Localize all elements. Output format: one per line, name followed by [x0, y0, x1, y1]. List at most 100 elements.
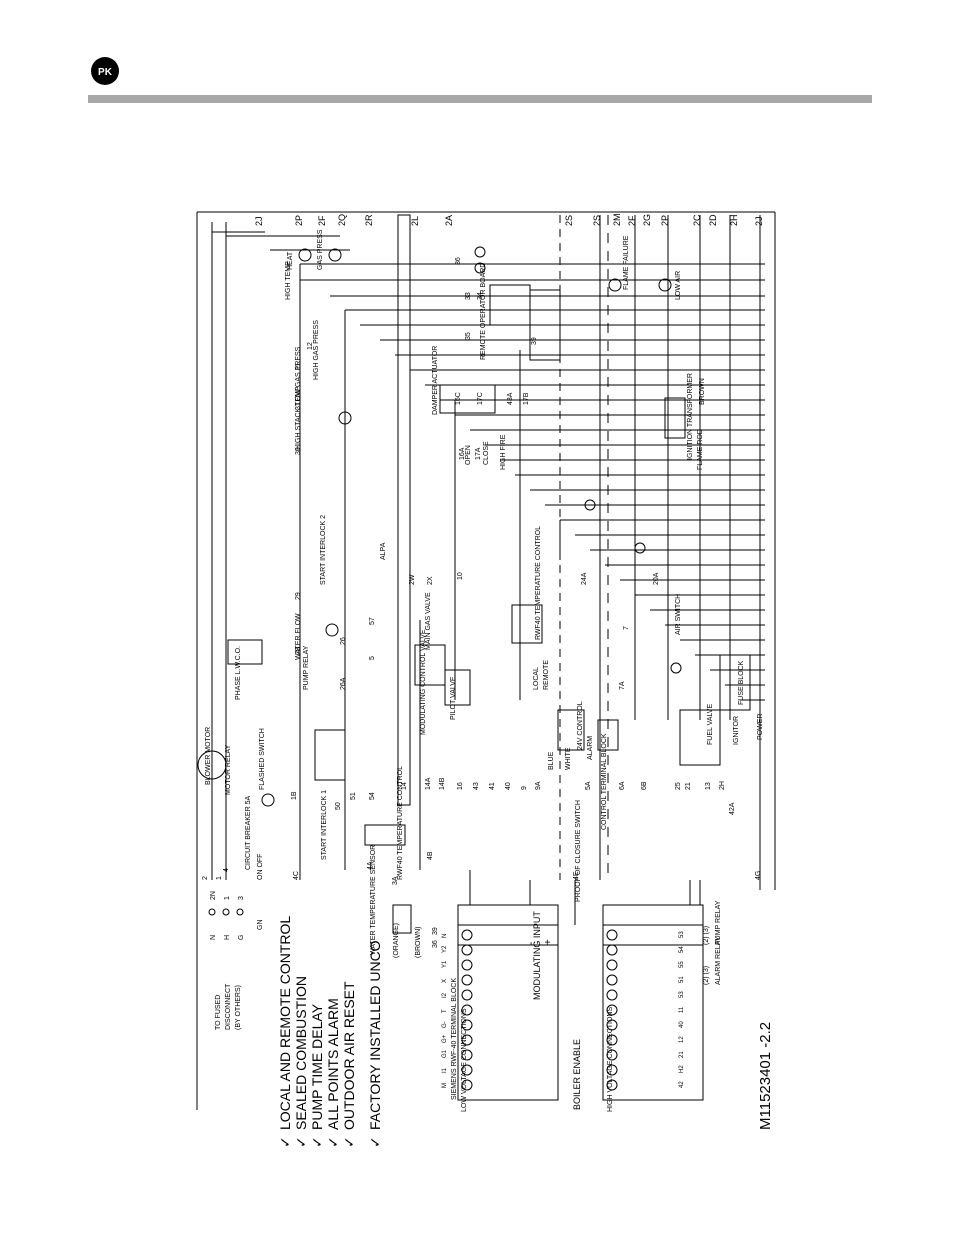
pump-wires-label: (2) (3) [703, 926, 710, 945]
wire-number: 2 [202, 876, 209, 880]
flame-rod-label: FLAME ROD [697, 429, 704, 470]
main-gas-valve-label: MAIN GAS VALVE [425, 592, 432, 650]
wire-number: 35 [465, 332, 472, 340]
hv-terminal-label: 53 [679, 991, 685, 998]
alarm-relay-label: ALARM RELAY [715, 936, 722, 985]
wire-number: 41 [489, 782, 496, 790]
rwf40-label: RWF40 TEMPERATURE CONTROL [397, 766, 404, 880]
svg-text:✓: ✓ [293, 1136, 309, 1148]
wire-number: 17C [477, 392, 484, 405]
wire-number: 31 [295, 402, 302, 410]
wire-number: 54 [369, 792, 376, 800]
ignition-label: IGNITION TRANSFORMER [687, 373, 694, 460]
phase-unco-label: PHASE L.W.C.O. [235, 646, 242, 700]
top-label-8: 2S [564, 215, 574, 226]
wire-number: 3A [392, 876, 399, 885]
wire-number: 4G [755, 871, 762, 880]
minus-label: - [526, 942, 537, 945]
orange-wire-label: (ORANGE) [393, 923, 400, 958]
terminal-block-label: CONTROL TERMINAL BLOCK [601, 733, 608, 830]
checkmarks: ✓ ✓ ✓ ✓ ✓ ✓ [277, 1136, 383, 1148]
low-air-label: LOW AIR [675, 271, 682, 300]
alarm-label: ALARM [587, 736, 594, 760]
top-label-16: 2H [729, 214, 739, 226]
gas-press-label: GAS PRESS [317, 229, 324, 270]
option-1: LOCAL AND REMOTE CONTROL [277, 916, 293, 1130]
ground-label: GN [257, 920, 264, 931]
svg-text:✓: ✓ [367, 1136, 383, 1148]
wire-number: 25 [675, 782, 682, 790]
header-bar [88, 95, 872, 103]
lv-terminal-label: Y2 [442, 945, 448, 953]
lv-terminal-label: M [442, 1083, 448, 1088]
wire-number: 16C [455, 392, 462, 405]
high-stack-label: HIGH STACK TEMP [295, 386, 302, 450]
wire-number: 42A [729, 802, 736, 815]
lv-terminal-label: G1 [442, 1049, 448, 1058]
pilot-valve-label: PILOT VALVE [450, 676, 457, 720]
fuseblock-label: FUSE BLOCK [738, 660, 745, 705]
plus-label: + [543, 939, 554, 945]
wire-number: 10 [457, 572, 464, 580]
supply-terminal-g: G [238, 935, 245, 940]
brown-wire-label: (BROWN) [415, 927, 422, 959]
option-5: OUTDOOR AIR RESET [341, 981, 357, 1130]
wire-number: 14 [401, 782, 408, 790]
wire-39-label: 39 [432, 927, 439, 935]
wire-number: 17A [475, 447, 482, 460]
wire-number: 1B [291, 791, 298, 800]
brown-label: BROWN [699, 378, 706, 405]
flame-failure-label: FLAME FAILURE [623, 235, 630, 290]
top-label-4: 2Q [337, 214, 347, 226]
wire-number: 21 [685, 782, 692, 790]
top-label-15: 2D [708, 214, 718, 226]
wire-number: 2W [409, 574, 416, 585]
wire-number: 5A [585, 781, 592, 790]
lv-section: LOW VOLTAGE CONNECTIONS [461, 1008, 468, 1112]
option-2: SEALED COMBUSTION [293, 976, 309, 1130]
wire-number: 36 [455, 257, 462, 265]
svg-text:✓: ✓ [325, 1136, 341, 1148]
lv-terminal-label: I2 [442, 992, 448, 998]
wire-number: 7A [619, 681, 626, 690]
top-label-7: 2A [444, 215, 454, 226]
top-label-6: 2L [410, 216, 420, 226]
top-label-1: 2J [254, 216, 264, 226]
lv-terminal-label: X [442, 979, 448, 983]
wire-number: 1 [216, 876, 223, 880]
wire-36-label: 36 [432, 940, 439, 948]
hv-terminal-label: 55 [679, 961, 685, 968]
local-label: LOCAL [533, 667, 540, 690]
high-gas-label: HIGH GAS PRESS [313, 320, 320, 380]
wire-number: 17B [523, 392, 530, 405]
top-label-17: 2J [754, 216, 764, 226]
start-interlock-2-label: START INTERLOCK 2 [320, 515, 327, 585]
alpa-label: ALPA [380, 542, 387, 560]
lv-terminal-label: N [442, 934, 448, 938]
supply-wire-1: 1 [224, 896, 231, 900]
wire-number: 16A [459, 447, 466, 460]
modulating-label: MODULATING INPUT [532, 911, 542, 1000]
proof-closure-label: PROOF OF CLOSURE SWITCH [575, 800, 582, 902]
ignitor-label: IGNITOR [733, 716, 740, 745]
blue-label: BLUE [548, 751, 555, 770]
modulating-valve-label: MODULATING CONTROL VALVE [420, 629, 427, 735]
wire-number: 4 [223, 868, 230, 872]
boiler-enable-label: BOILER ENABLE [572, 1039, 582, 1110]
wire-number: 4C [293, 871, 300, 880]
supply-wire-2n: 2N [210, 891, 217, 900]
wire-number: 57 [369, 617, 376, 625]
wire-number: 7 [623, 626, 630, 630]
high-fire-label: HIGH FIRE [500, 434, 507, 470]
hv-terminal-label: 40 [679, 1021, 685, 1028]
svg-text:✓: ✓ [309, 1136, 325, 1148]
wire-number: 14B [439, 777, 446, 790]
wire-number: 28 [295, 647, 302, 655]
lv-terminal-label: T [442, 1009, 448, 1013]
lv-terminal-label: Y1 [442, 960, 448, 968]
circuit-breaker-label: CIRCUIT BREAKER 5A [245, 796, 252, 870]
supply-terminal-h: H [224, 935, 231, 940]
hv-terminal-label: 42 [679, 1081, 685, 1088]
hv-terminal-label: 21 [679, 1051, 685, 1058]
wire-number: 4B [427, 851, 434, 860]
